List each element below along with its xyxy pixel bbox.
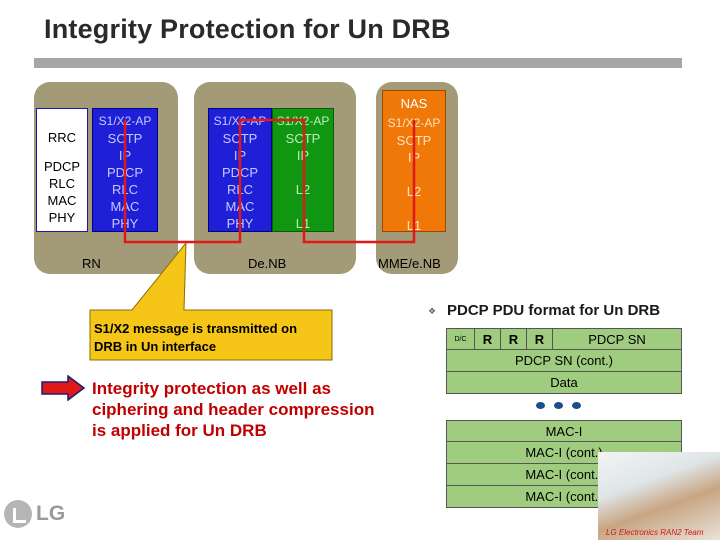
bullet-icon: ❖ (428, 306, 436, 317)
decorative-photo (598, 452, 720, 540)
ellipsis-icon (536, 402, 581, 409)
pdu-reserved-field: R (475, 329, 501, 349)
note-arrow-icon (40, 375, 86, 401)
pdu-header-row: D/C R R R PDCP SN (446, 328, 682, 350)
pdu-dc-field: D/C (447, 329, 475, 349)
integrity-note: Integrity protection as well as cipherin… (92, 378, 392, 441)
lg-logo: LG (4, 500, 65, 528)
pdu-sn-cont-row: PDCP SN (cont.) (446, 350, 682, 372)
pdu-sn-field: PDCP SN (553, 329, 681, 349)
lg-logo-text: LG (36, 502, 65, 526)
pdu-reserved-field: R (527, 329, 553, 349)
pdu-mac-i-row: MAC-I (446, 420, 682, 442)
lg-face-icon (4, 500, 32, 528)
pdu-reserved-field: R (501, 329, 527, 349)
pdu-data-row: Data (446, 372, 682, 394)
footer-caption: LG Electronics RAN2 Team (606, 528, 704, 537)
pdu-format-title: PDCP PDU format for Un DRB (447, 302, 660, 319)
callout-text: S1/X2 message is transmitted on DRB in U… (94, 320, 324, 356)
message-path-line (125, 120, 414, 242)
